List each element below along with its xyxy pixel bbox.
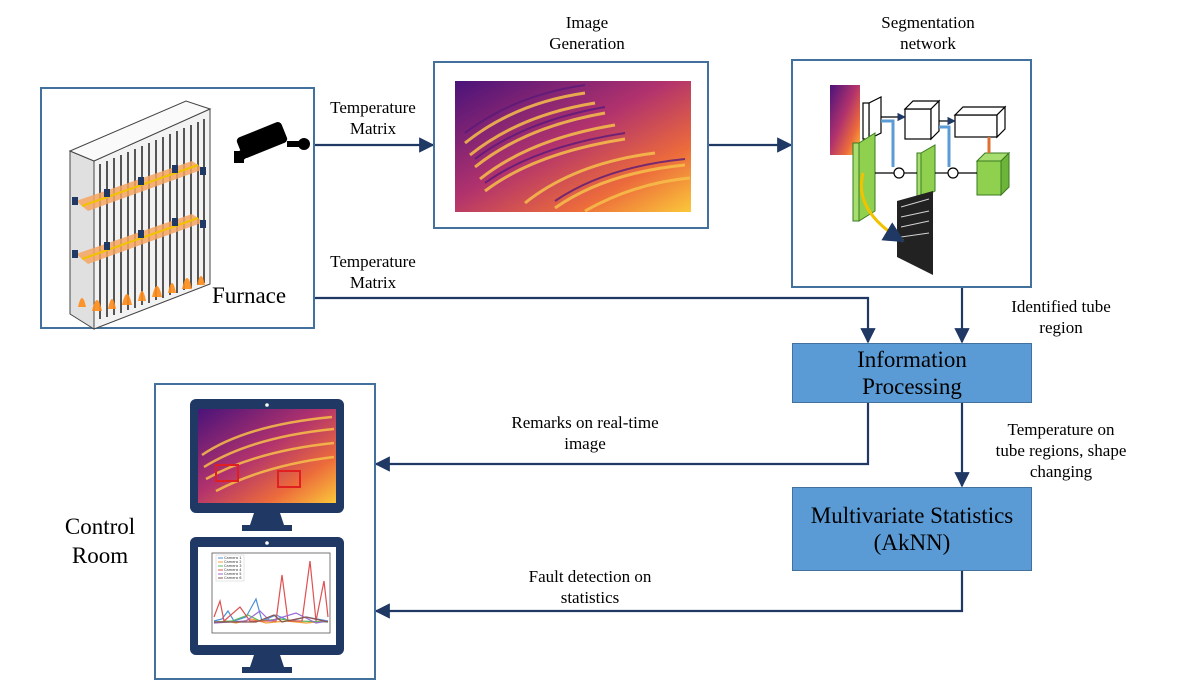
- image-generation-title: Image Generation: [549, 13, 625, 53]
- edge-label-temperature-matrix-top: Temperature Matrix: [330, 98, 416, 138]
- furnace-box: Furnace: [40, 87, 315, 330]
- segmentation-box: [791, 59, 1032, 288]
- image-generation-box: [433, 61, 709, 229]
- arrow-furnace-to-processing: [313, 296, 876, 344]
- svg-text:Camera 1: Camera 1: [224, 556, 242, 560]
- control-room-label: Control Room: [64, 514, 136, 568]
- edge-label-temperature-matrix-bottom: Temperature Matrix: [330, 252, 416, 292]
- furnace-label: Furnace: [212, 283, 287, 308]
- svg-text:Camera 5: Camera 5: [224, 572, 242, 576]
- thermal-image: [455, 81, 691, 213]
- edge-label-remarks: Remarks on real-time image: [511, 413, 659, 453]
- segmentation-network-illustration: [830, 85, 1011, 275]
- svg-text:Camera 6: Camera 6: [224, 576, 242, 580]
- furnace-illustration: [68, 100, 310, 330]
- svg-text:Camera 3: Camera 3: [224, 564, 242, 568]
- information-processing-box: Information Processing: [792, 343, 1032, 403]
- svg-text:Camera 2: Camera 2: [224, 560, 242, 564]
- segmentation-title: Segmentation network: [881, 13, 975, 53]
- arrow-multivariate-to-control-room: [374, 570, 964, 619]
- control-room-box: Camera 1 Camera 2 Camera 3 Camera 4 Came…: [154, 383, 376, 680]
- plot-legend: Camera 1 Camera 2 Camera 3 Camera 4 Came…: [215, 554, 245, 582]
- monitor-bottom: Camera 1 Camera 2 Camera 3 Camera 4 Came…: [190, 537, 344, 673]
- svg-text:Camera 4: Camera 4: [224, 568, 242, 572]
- arrow-processing-to-control-room: [374, 402, 870, 472]
- monitors-illustration: Camera 1 Camera 2 Camera 3 Camera 4 Came…: [190, 399, 344, 673]
- edge-label-identified-tube-region: Identified tube region: [1011, 297, 1111, 337]
- edge-label-temperature-on-tube: Temperature on tube regions, shape chang…: [995, 420, 1127, 481]
- monitor-top: [190, 399, 344, 531]
- multivariate-statistics-box: Multivariate Statistics (AkNN): [792, 487, 1032, 571]
- edge-label-fault-detection: Fault detection on statistics: [528, 567, 652, 607]
- camera-icon: [234, 122, 310, 163]
